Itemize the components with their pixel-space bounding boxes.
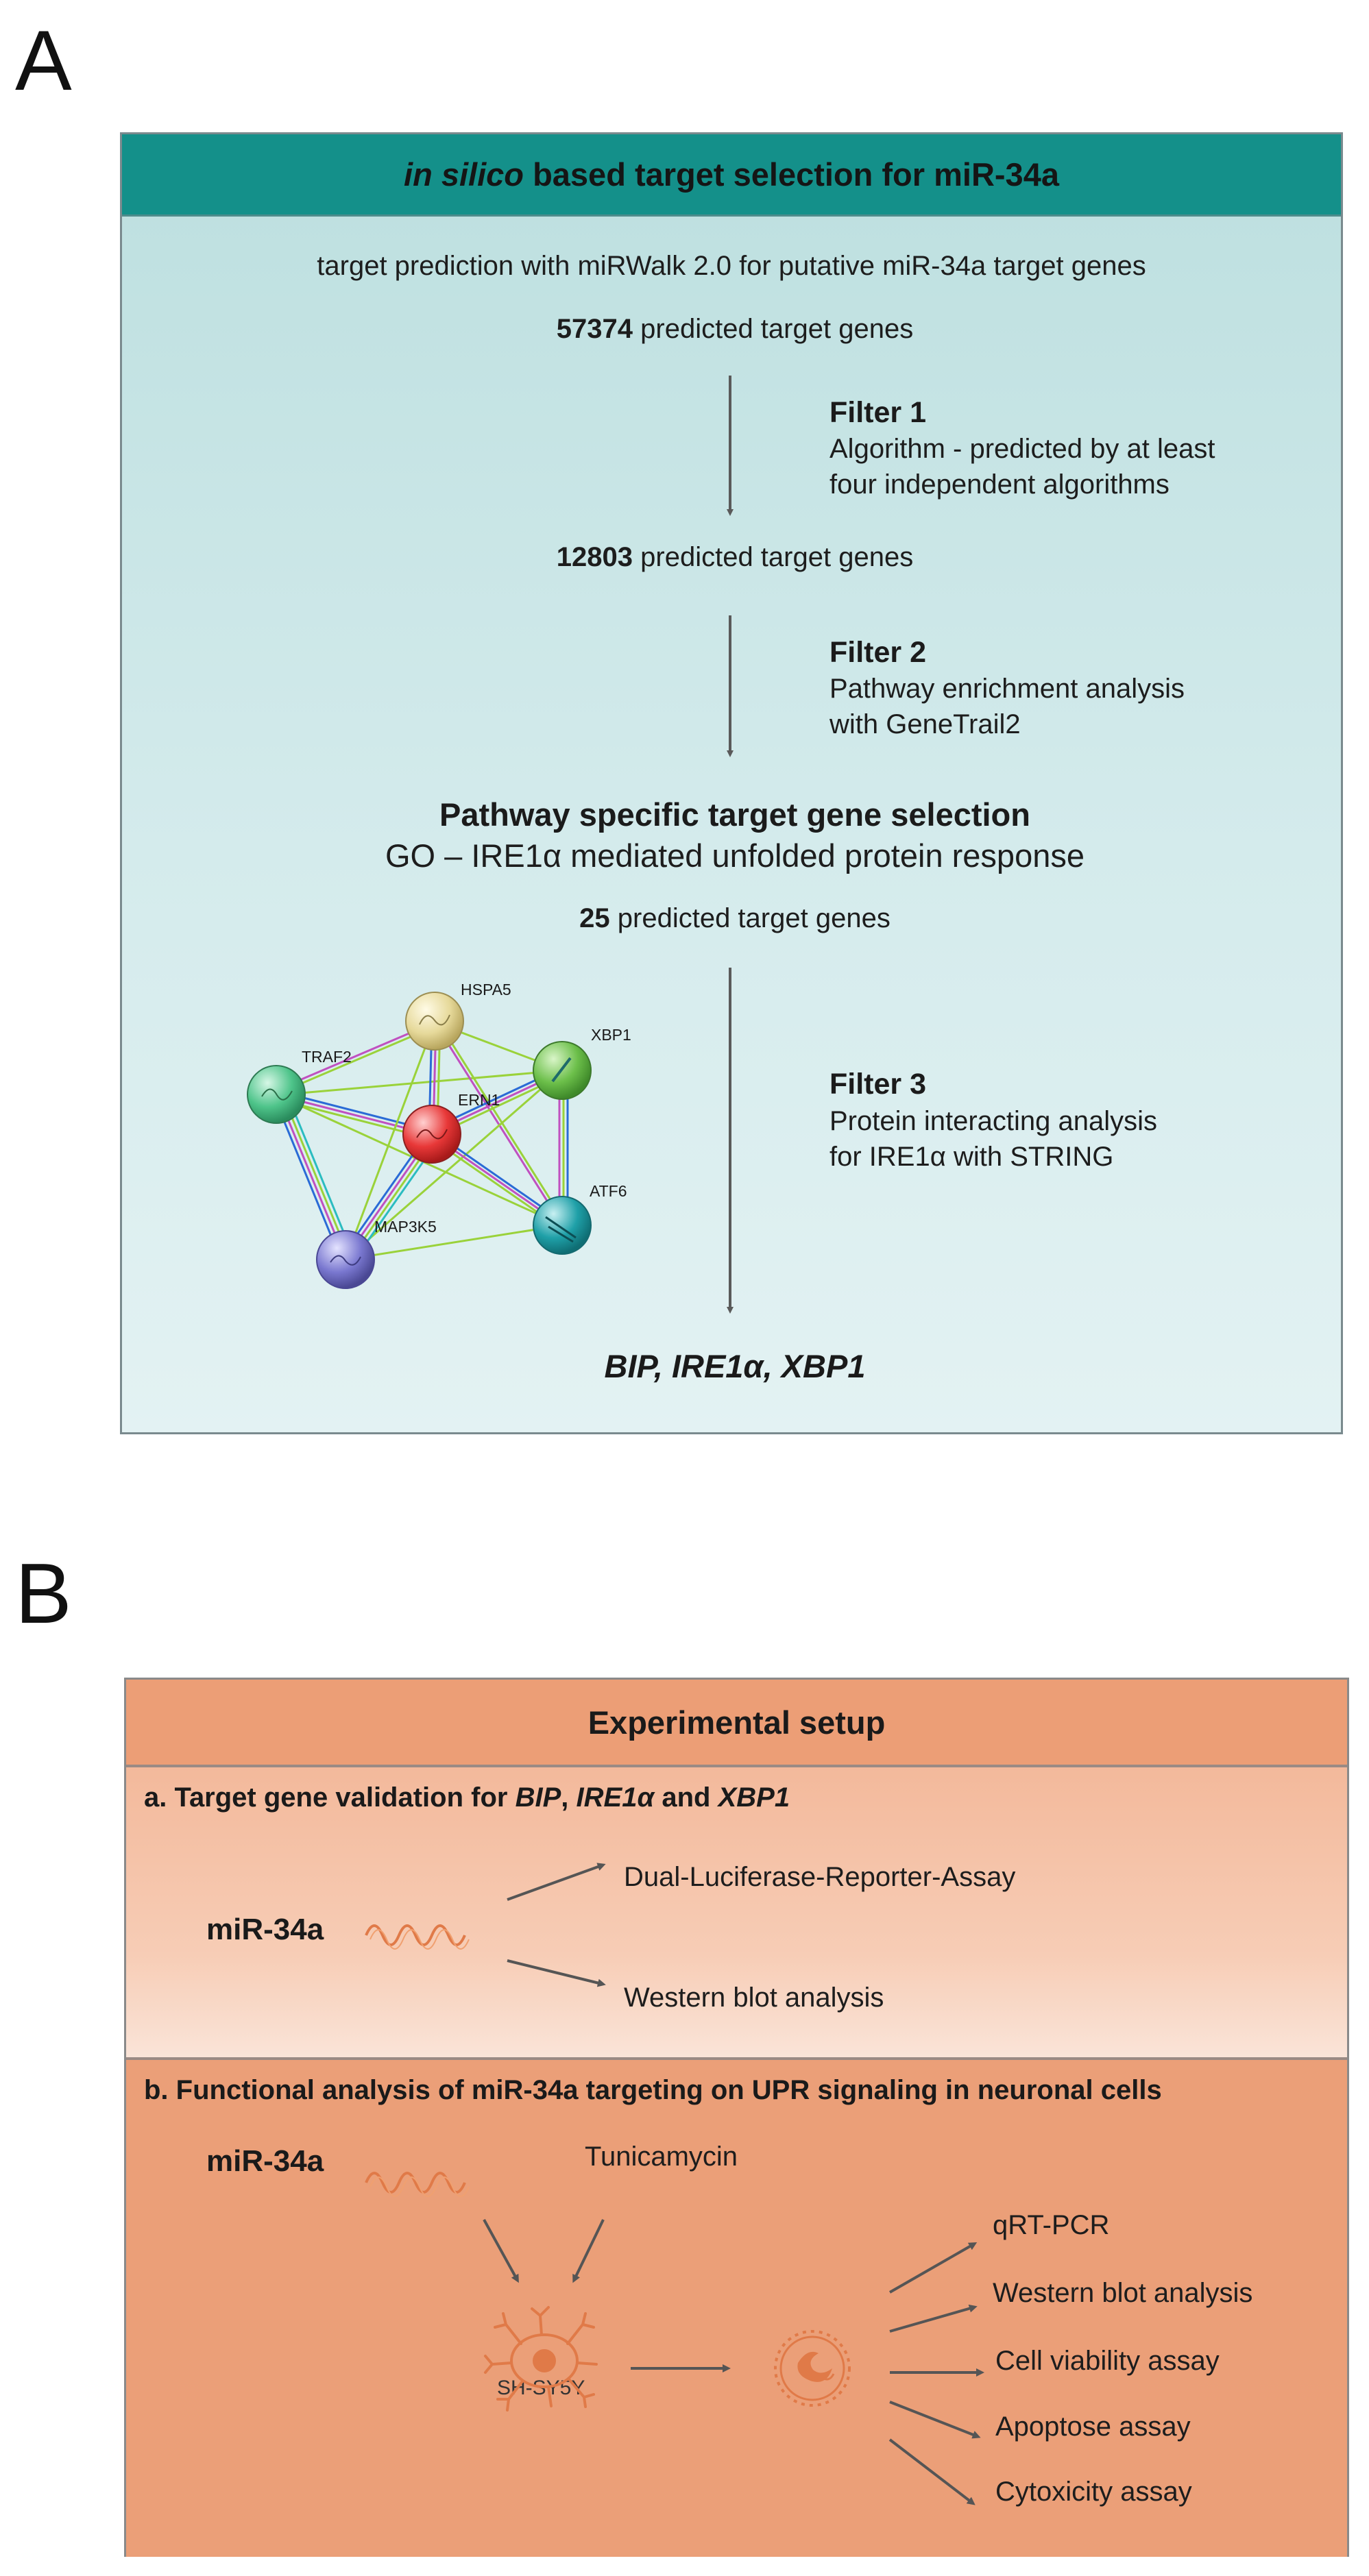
assay-western-blot-a: Western blot analysis (624, 1983, 884, 2013)
count-2-line: 12803 predicted target genes (122, 542, 1348, 573)
node-label-map3k5: MAP3K5 (374, 1218, 437, 1236)
output-cell-viability: Cell viability assay (995, 2346, 1220, 2376)
mirna-wave-icon-a (365, 1924, 466, 1946)
node-xbp1: XBP1 (533, 1026, 631, 1100)
panel-b-box: Experimental setup a. Target gene valida… (124, 1678, 1349, 2557)
mir-34a-label-a: miR-34a (206, 1913, 324, 1946)
neuron-cell-icon (484, 2306, 598, 2412)
panel-label-b: B (15, 1547, 72, 1641)
node-label-traf2: TRAF2 (302, 1048, 352, 1066)
arrow-to-dual-luciferase (507, 1863, 606, 1901)
section-a-target-validation: a. Target gene validation for BIP, IRE1α… (126, 1767, 1347, 2060)
tunicamycin-label: Tunicamycin (585, 2142, 738, 2172)
node-hspa5: HSPA5 (405, 981, 511, 1051)
count-2-label: predicted target genes (633, 542, 914, 572)
panel-b-graphics (365, 1863, 984, 2505)
node-label-atf6: ATF6 (590, 1182, 627, 1200)
count-1-value: 57374 (556, 314, 633, 344)
panel-a-header-italic: in silico (404, 156, 524, 193)
edge-xbp1-map3k5 (345, 1069, 563, 1261)
prediction-line: target prediction with miRWalk 2.0 for p… (317, 251, 1146, 281)
section-a-sep1: , (561, 1782, 577, 1813)
edge-hspa5-map3k5 (344, 1022, 436, 1260)
mirna-wave-icon-a-shadow (369, 1929, 470, 1950)
count-3-value: 25 (579, 903, 610, 933)
panel-a-header: in silico based target selection for miR… (122, 134, 1341, 217)
arrow-to-qrt-pcr (889, 2242, 978, 2294)
count-2-value: 12803 (556, 542, 633, 572)
section-a-gene-bip: BIP (515, 1782, 561, 1813)
output-cytoxicity: Cytoxicity assay (995, 2477, 1192, 2507)
arrow-to-apoptose (889, 2401, 981, 2439)
mir-34a-label-b: miR-34a (206, 2144, 324, 2178)
node-ern1: ERN1 (402, 1091, 500, 1164)
count-1-line: 57374 predicted target genes (122, 314, 1348, 345)
node-map3k5: MAP3K5 (316, 1218, 437, 1289)
arrow-tunicamycin-to-cell (572, 2219, 605, 2283)
panel-a-graphics: HSPA5 XBP1 TRAF2 ERN1 ATF6 MAP3K5 (247, 376, 734, 1314)
section-a-title: a. Target gene validation for BIP, IRE1α… (144, 1782, 790, 1813)
edge-map3k5-atf6 (345, 1224, 563, 1261)
output-western-blot: Western blot analysis (993, 2278, 1253, 2308)
panel-label-a: A (15, 14, 72, 108)
filter-3-desc-line2: for IRE1α with STRING (829, 1142, 1114, 1172)
filter-3-desc-line1: Protein interacting analysis (829, 1106, 1158, 1136)
filter-1-desc-line2: four independent algorithms (829, 469, 1170, 500)
node-label-xbp1: XBP1 (591, 1026, 631, 1044)
arrow-mir-to-cell (483, 2219, 519, 2283)
filter-2-desc-line2: with GeneTrail2 (829, 709, 1021, 739)
arrow-to-western-b (889, 2304, 978, 2333)
node-label-hspa5: HSPA5 (461, 981, 511, 998)
output-qrt-pcr: qRT-PCR (993, 2210, 1110, 2240)
arrow-to-western-a (507, 1959, 606, 1987)
filter-3-title: Filter 3 (829, 1068, 926, 1101)
arrow-to-cytoxicity (888, 2438, 976, 2505)
panel-a-header-text: based target selection for miR-34a (524, 156, 1059, 193)
stressed-cell-icon (774, 2330, 851, 2407)
mirna-wave-icon-b (365, 2172, 466, 2194)
filter-2-title: Filter 2 (829, 636, 926, 669)
pathway-title: Pathway specific target gene selection (439, 796, 1030, 833)
count-1-label: predicted target genes (633, 314, 914, 344)
count-3-line: 25 predicted target genes (122, 903, 1348, 934)
edge-traf2-xbp1 (276, 1069, 563, 1096)
pathway-subtitle: GO – IRE1α mediated unfolded protein res… (385, 837, 1085, 874)
assay-dual-luciferase: Dual-Luciferase-Reporter-Assay (624, 1862, 1016, 1892)
section-b-title: b. Functional analysis of miR-34a target… (144, 2075, 1162, 2105)
output-apoptose: Apoptose assay (995, 2412, 1191, 2442)
node-traf2: TRAF2 (247, 1048, 352, 1124)
section-a-sep2: and (654, 1782, 718, 1813)
node-atf6: ATF6 (533, 1182, 627, 1255)
count-3-label: predicted target genes (609, 903, 891, 933)
node-label-ern1: ERN1 (458, 1091, 500, 1109)
filter-2-desc-line1: Pathway enrichment analysis (829, 674, 1185, 704)
section-a-gene-xbp1: XBP1 (718, 1782, 790, 1813)
result-genes: BIP, IRE1α, XBP1 (604, 1348, 866, 1384)
section-a-title-prefix: a. Target gene validation for (144, 1782, 516, 1813)
panel-b-header: Experimental setup (126, 1680, 1347, 1767)
filter-1-desc-line1: Algorithm - predicted by at least (829, 434, 1215, 464)
section-a-gene-ire1a: IRE1α (576, 1782, 655, 1813)
section-b-functional-analysis: b. Functional analysis of miR-34a target… (126, 2060, 1347, 2557)
mirna-wave-icon-b-shadow (369, 2176, 470, 2197)
filter-1-title: Filter 1 (829, 396, 926, 429)
